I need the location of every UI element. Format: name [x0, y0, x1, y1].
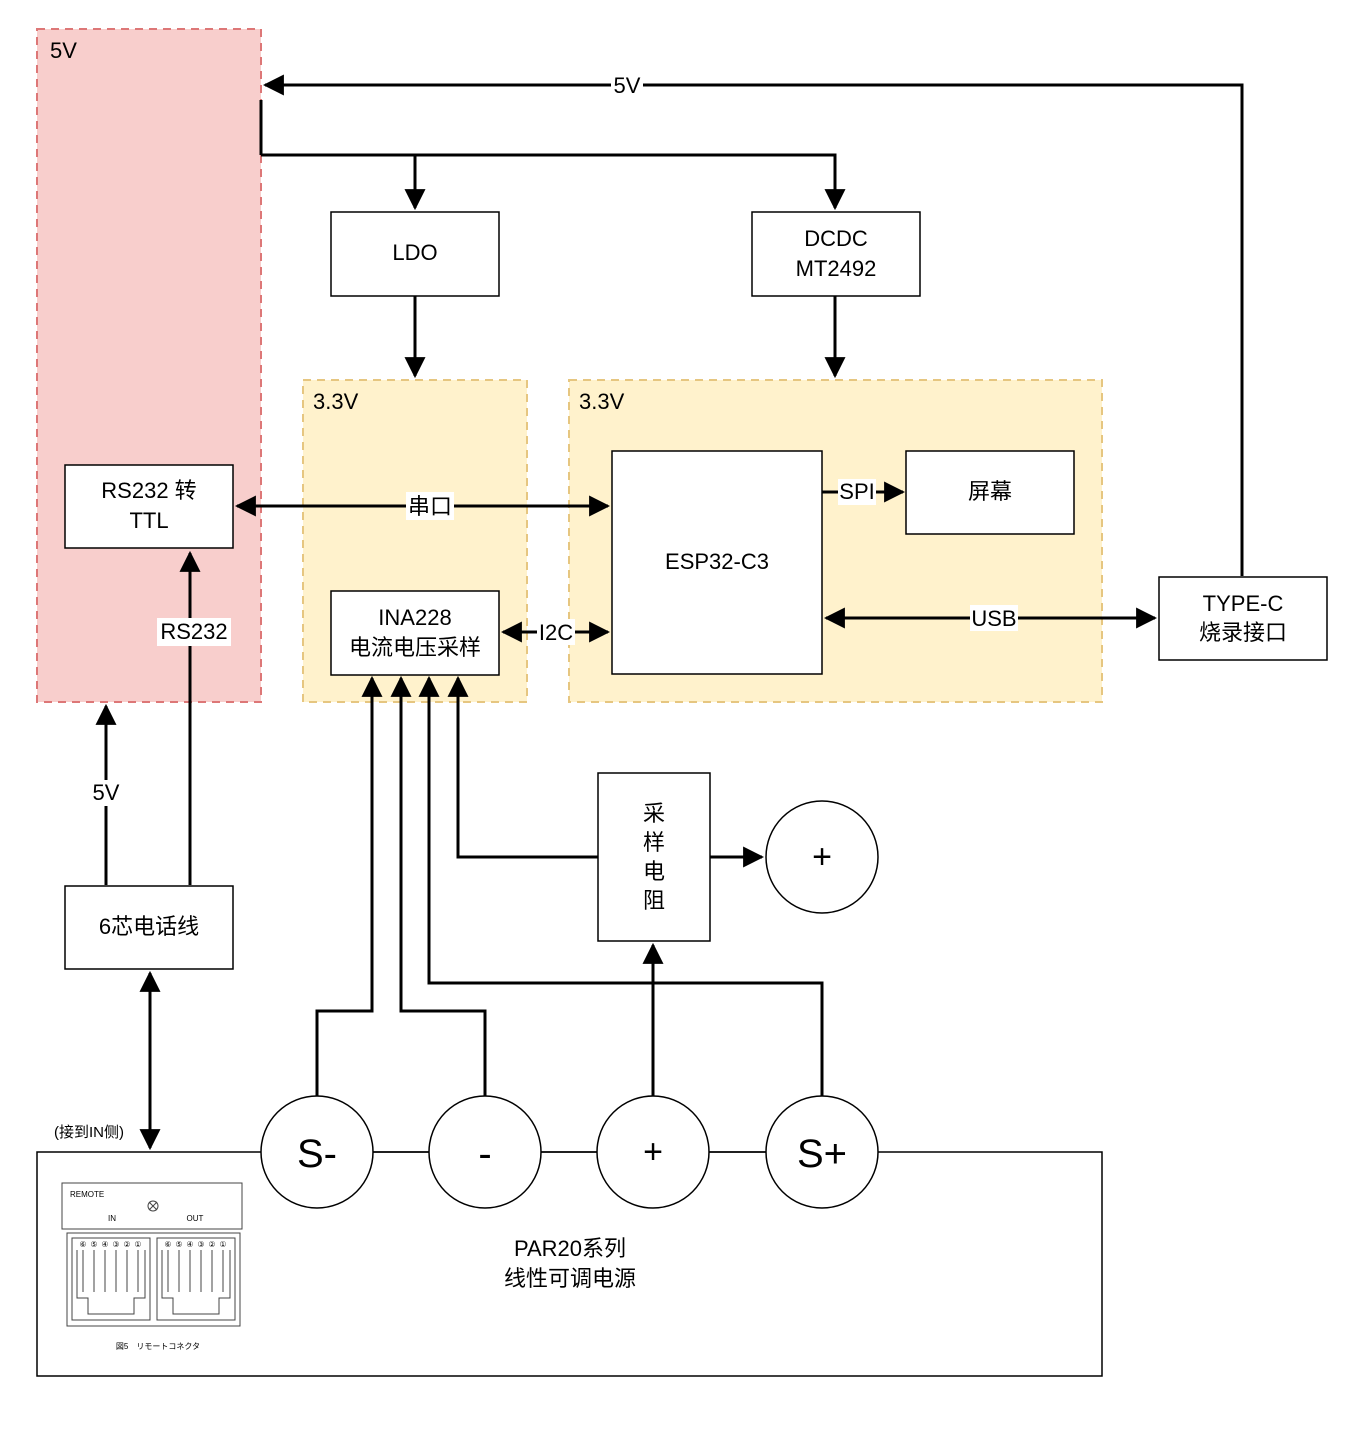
i2c-label: I2C: [539, 620, 573, 645]
out-pin-5: ⑤: [175, 1240, 182, 1249]
dcdc-block: DCDC MT2492: [751, 211, 921, 297]
rs232-label: RS232: [160, 619, 227, 644]
shunt-block: 采 样 电 阻: [597, 772, 711, 942]
wire-minus: [390, 675, 487, 1096]
in-pin-2: ②: [123, 1240, 130, 1249]
rs232-ttl-label-2: TTL: [129, 508, 168, 533]
output-plus-terminal: +: [765, 800, 879, 914]
out-pin-6: ⑥: [164, 1240, 171, 1249]
connector-caption: 図5 リモートコネクタ: [116, 1342, 200, 1351]
psu-label-1: PAR20系列: [514, 1236, 626, 1261]
ina228-block: INA228 电流电压采样: [330, 590, 500, 676]
ldo-label: LDO: [392, 240, 437, 265]
remote-connector-image: REMOTE IN OUT ⑥ ⑤ ④ ③ ② ① ⑥: [61, 1182, 243, 1351]
phone-cable-block: 6芯电话线: [64, 885, 234, 970]
typec-label-2: 烧录接口: [1199, 620, 1287, 645]
terminal-s-plus-label: S+: [797, 1132, 847, 1176]
ina228-label-2: 电流电压采样: [349, 635, 481, 660]
shunt-char-3: 电: [643, 859, 665, 884]
shunt-char-4: 阻: [643, 888, 665, 913]
output-plus-label: +: [812, 838, 832, 876]
wire-s-minus: [315, 675, 383, 1096]
top-5v-label: 5V: [614, 73, 641, 98]
in-pin-5: ⑤: [90, 1240, 97, 1249]
out-pin-4: ④: [186, 1240, 193, 1249]
shunt-char-2: 样: [643, 830, 665, 855]
terminal-minus-label: -: [478, 1132, 491, 1176]
serial-label: 串口: [408, 494, 452, 519]
phone-cable-label: 6芯电话线: [99, 914, 199, 939]
spi-label: SPI: [839, 479, 874, 504]
connector-out-jack: [156, 1237, 236, 1321]
rs232-ttl-block: RS232 转 TTL: [64, 464, 234, 549]
connector-header: REMOTE: [70, 1190, 104, 1199]
screen-label: 屏幕: [968, 479, 1012, 504]
in-pin-4: ④: [101, 1240, 108, 1249]
dcdc-label-2: MT2492: [796, 256, 877, 281]
wire-shunt-ina: [447, 675, 598, 859]
wire-typec-5v: [262, 74, 1244, 576]
wire-5v-dcdc: [261, 153, 846, 211]
typec-block: TYPE-C 烧录接口: [1158, 576, 1328, 661]
terminal-s-minus-label: S-: [297, 1132, 337, 1176]
shunt-char-1: 采: [643, 801, 665, 826]
connector-in-label: IN: [108, 1214, 116, 1223]
zone-5v-label: 5V: [50, 38, 77, 63]
connector-x-icon: [147, 1200, 159, 1212]
esp32-label: ESP32-C3: [665, 549, 769, 574]
wire-labels: 5V 串口 SPI USB I2C RS232 5V (接到IN侧): [54, 72, 1018, 1141]
out-pin-2: ②: [208, 1240, 215, 1249]
ldo-block: LDO: [330, 211, 500, 297]
terminal-plus-label: +: [643, 1133, 663, 1171]
connector-in-jack: [71, 1237, 151, 1321]
usb-label: USB: [971, 606, 1016, 631]
terminals: S- - + S+ +: [260, 800, 879, 1209]
esp32-block: ESP32-C3: [611, 450, 823, 675]
dcdc-label-1: DCDC: [804, 226, 868, 251]
typec-label-1: TYPE-C: [1203, 591, 1284, 616]
screen-block: 屏幕: [905, 450, 1075, 535]
out-pin-1: ①: [219, 1240, 226, 1249]
wire-s-plus: [418, 675, 824, 1096]
in-pin-1: ①: [134, 1240, 141, 1249]
terminal-plus: +: [596, 1095, 710, 1209]
in-pin-6: ⑥: [79, 1240, 86, 1249]
out-pin-3: ③: [197, 1240, 204, 1249]
zone-5v: 5V: [36, 28, 262, 703]
terminal-s-minus: S-: [260, 1095, 374, 1209]
terminal-minus: -: [428, 1095, 542, 1209]
left-5v-label: 5V: [93, 780, 120, 805]
psu-label-2: 线性可调电源: [504, 1266, 636, 1291]
zone-3v3-left-label: 3.3V: [313, 389, 359, 414]
ina228-label-1: INA228: [378, 605, 451, 630]
connector-out-label: OUT: [187, 1214, 204, 1223]
rs232-ttl-label-1: RS232 转: [101, 478, 196, 503]
zone-3v3-right-label: 3.3V: [579, 389, 625, 414]
in-pin-3: ③: [112, 1240, 119, 1249]
in-side-label: (接到IN侧): [54, 1124, 124, 1141]
terminal-s-plus: S+: [765, 1095, 879, 1209]
